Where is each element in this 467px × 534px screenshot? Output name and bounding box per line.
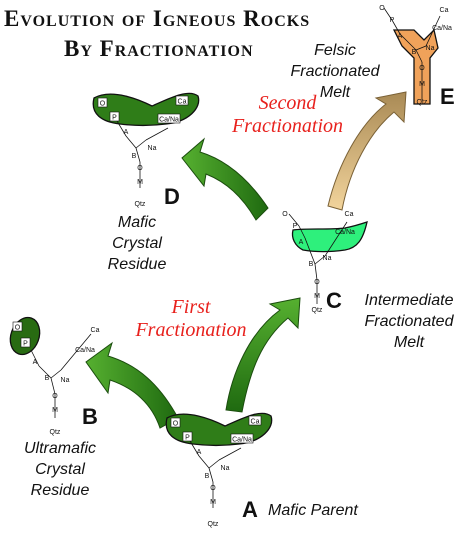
label-o: O — [15, 325, 21, 332]
label-b: B — [132, 153, 137, 160]
label-ca-na: Ca/Na — [159, 117, 179, 124]
label-ca: Ca — [440, 7, 449, 14]
caption-b-line-1: Ultramafic — [23, 440, 96, 457]
label-ca: Ca — [91, 327, 100, 334]
label-a: A — [197, 449, 202, 456]
second-fractionation-label: Second Fractionation — [210, 92, 365, 138]
arrow-first-to-residue — [85, 341, 179, 429]
label-ca: Ca — [178, 99, 187, 106]
first-fractionation-line-2: Fractionation — [135, 319, 247, 341]
arrow-first-to-melt — [225, 297, 301, 413]
first-fractionation-line-1: First — [171, 296, 211, 318]
first-fractionation-label: First Fractionation — [96, 296, 286, 342]
label-ca-na: Ca/Na — [75, 347, 95, 354]
label-b: B — [205, 473, 210, 480]
stage-letter-c: C — [326, 288, 342, 313]
caption-e: Felsic Fractionated Melt — [280, 40, 390, 103]
label-o-lower: O — [210, 485, 216, 492]
label-m: M — [419, 81, 425, 88]
label-m: M — [137, 179, 143, 186]
label-a: A — [299, 239, 304, 246]
caption-e-line-1: Felsic — [314, 42, 356, 59]
second-fractionation-line-2: Fractionation — [231, 115, 344, 137]
label-p: P — [23, 341, 28, 348]
felsic-melt-shape — [392, 28, 439, 105]
label-a: A — [33, 359, 38, 366]
stage-letter-a: A — [242, 497, 258, 522]
label-ca: Ca — [345, 211, 354, 218]
caption-b-line-2: Crystal — [35, 461, 85, 478]
label-qtz: Qtz — [135, 201, 146, 208]
label-na: Na — [148, 145, 157, 152]
label-na: Na — [61, 377, 70, 384]
caption-c-line-1: Intermediate — [364, 292, 454, 309]
label-o: O — [100, 101, 106, 108]
label-b: B — [45, 375, 50, 382]
caption-c-line-2: Fractionated — [364, 313, 454, 330]
second-fractionation-line-1: Second — [258, 92, 317, 114]
stage-letter-d: D — [164, 184, 180, 209]
label-p: P — [112, 115, 117, 122]
label-p: P — [293, 223, 298, 230]
label-qtz: Qtz — [208, 521, 219, 528]
label-p: P — [390, 17, 395, 24]
label-p: P — [185, 435, 190, 442]
label-ca-na: Ca/Na — [335, 229, 355, 236]
arrow-second-to-residue — [181, 137, 269, 221]
label-o-lower: O — [314, 279, 320, 286]
caption-d: Mafic Crystal Residue — [82, 212, 192, 275]
caption-e-line-3: Melt — [319, 84, 351, 101]
stage-letter-e: E — [440, 84, 455, 109]
label-ca-na: Ca/Na — [432, 25, 452, 32]
caption-d-line-3: Residue — [107, 256, 167, 273]
caption-c-line-3: Melt — [393, 334, 425, 351]
label-ca-na: Ca/Na — [232, 437, 252, 444]
title-line-2: By Fractionation — [64, 36, 254, 61]
caption-d-line-2: Crystal — [112, 235, 162, 252]
label-ca: Ca — [251, 419, 260, 426]
label-qtz: Qtz — [312, 307, 323, 314]
title-line-1: Evolution of Igneous Rocks — [4, 6, 311, 31]
label-na: Na — [221, 465, 230, 472]
label-o-lower: O — [52, 393, 58, 400]
label-o: O — [379, 5, 385, 12]
stage-letter-b: B — [82, 404, 98, 429]
label-o-lower: O — [137, 165, 143, 172]
label-na: Na — [426, 45, 435, 52]
label-b: B — [412, 49, 417, 56]
label-qtz: Qtz — [417, 99, 428, 106]
caption-a: Mafic Parent — [268, 502, 358, 519]
label-m: M — [314, 293, 320, 300]
label-a: A — [398, 33, 403, 40]
caption-b-line-3: Residue — [30, 482, 90, 499]
label-b: B — [309, 261, 314, 268]
label-o-lower: O — [419, 65, 425, 72]
label-m: M — [52, 407, 58, 414]
caption-b: Ultramafic Crystal Residue — [14, 438, 106, 501]
label-o: O — [173, 421, 179, 428]
label-qtz: Qtz — [50, 429, 61, 436]
caption-d-line-1: Mafic — [117, 214, 157, 231]
label-na: Na — [323, 255, 332, 262]
label-m: M — [210, 499, 216, 506]
caption-e-line-2: Fractionated — [290, 63, 380, 80]
label-a: A — [124, 129, 129, 136]
intermediate-melt-shape — [291, 221, 368, 253]
arrow-second-to-melt — [327, 91, 407, 211]
ultramafic-crystal-shape — [9, 316, 41, 356]
caption-c: Intermediate Fractionated Melt — [350, 290, 467, 353]
label-o: O — [282, 211, 288, 218]
